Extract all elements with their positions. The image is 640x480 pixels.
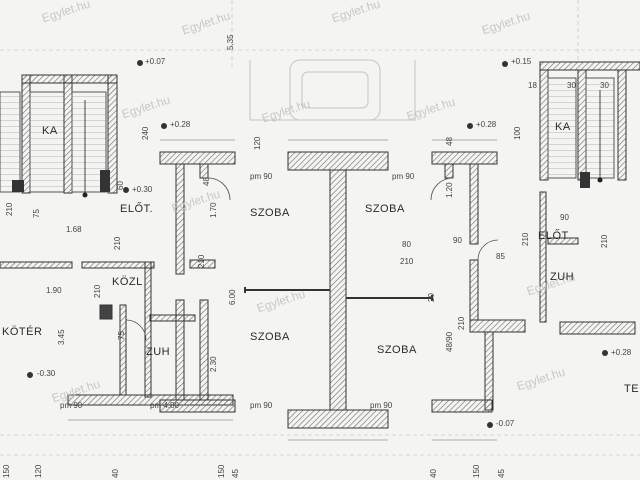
dimension-label: 48/90 [445, 331, 454, 352]
room-label-ka: KA [42, 125, 58, 137]
dimension-label: 80 [402, 240, 411, 249]
dimension-label: 1.68 [66, 225, 82, 234]
room-label-ka: KA [555, 121, 571, 133]
room-label-elot: ELŐT. [120, 203, 154, 215]
dimension-label: 1.70 [209, 202, 218, 218]
dimension-label: pm 4.80 [150, 401, 179, 410]
elevation-markers [27, 60, 608, 428]
dimension-label: 210 [600, 234, 609, 248]
dimension-label: 48 [445, 137, 454, 146]
room-label-szoba: SZOBA [250, 331, 290, 343]
dimension-label: 1.90 [46, 286, 62, 295]
dimension-label: 18 [528, 81, 537, 90]
dimension-label: 210 [457, 316, 466, 330]
room-label-szoba: SZOBA [250, 207, 290, 219]
dimension-label: 60 [116, 181, 125, 190]
dimension-label: 210 [197, 254, 206, 268]
elevation-label: +0.28 [611, 348, 632, 357]
elevation-label: +0.28 [170, 120, 191, 129]
dimension-label: 120 [253, 136, 262, 150]
dimension-label: 40 [429, 469, 438, 478]
left-walls [0, 261, 234, 406]
dimension-label: 5.35 [226, 34, 235, 50]
elevation-label: +0.07 [145, 57, 166, 66]
garage-sketch [249, 59, 416, 121]
elevation-label: -0.30 [37, 369, 56, 378]
center-left-walls [159, 151, 236, 413]
dimension-label: 240 [141, 126, 150, 140]
dimension-label: 45 [231, 469, 240, 478]
dimension-label: 210 [113, 236, 122, 250]
dimension-label: 90 [560, 213, 569, 222]
dimension-label: pm 90 [250, 401, 273, 410]
dimension-label: 150 [217, 464, 226, 478]
dimension-label: 150 [472, 464, 481, 478]
dimension-lines [68, 139, 497, 441]
dimension-label: pm 90 [60, 401, 83, 410]
room-partitions [244, 287, 433, 301]
room-label-kozl: KÖZL [112, 276, 143, 288]
dimension-label: 85 [496, 252, 505, 261]
dimension-label: 75 [117, 331, 126, 340]
dimension-label: 20 [427, 293, 436, 302]
dimension-label: 30 [600, 81, 609, 90]
room-label-zuh: ZUH [550, 271, 575, 283]
room-label-koter: KÖTÉR [2, 326, 43, 338]
center-right-walls [431, 151, 526, 413]
dimension-label: 3.45 [57, 329, 66, 345]
room-label-elot: ELŐT [538, 230, 569, 242]
dimension-label: 210 [5, 202, 14, 216]
door-swings [125, 177, 499, 341]
room-label-zuh: ZUH [146, 346, 171, 358]
center-party-wall [287, 151, 389, 429]
construction-lines [0, 0, 640, 456]
dimension-label: 100 [513, 126, 522, 140]
dimension-label: pm 90 [250, 172, 273, 181]
dimension-label: 75 [32, 209, 41, 218]
dimension-label: 210 [400, 257, 414, 266]
dimension-label: 40 [111, 469, 120, 478]
room-label-szoba: SZOBA [377, 344, 417, 356]
dimension-label: 48 [202, 177, 211, 186]
dimension-label: pm 90 [392, 172, 415, 181]
right-lower-walls [539, 191, 636, 335]
dimension-label: 2.30 [209, 356, 218, 372]
dimension-label: pm 90 [370, 401, 393, 410]
elevation-label: +0.28 [476, 120, 497, 129]
room-label-szoba: SZOBA [365, 203, 405, 215]
left-stair-block [0, 74, 118, 198]
right-stair-block [539, 61, 640, 188]
dimension-label: 210 [93, 284, 102, 298]
dimension-label: 30 [567, 81, 576, 90]
elevation-label: +0.15 [511, 57, 532, 66]
dimension-label: 90 [453, 236, 462, 245]
dimension-label: 45 [497, 469, 506, 478]
elevation-label: -0.07 [496, 419, 515, 428]
dimension-label: 6.00 [228, 289, 237, 305]
dimension-label: 1.20 [445, 182, 454, 198]
elevation-label: +0.30 [132, 185, 153, 194]
room-label-te: TE [624, 383, 640, 395]
dimension-label: 210 [521, 232, 530, 246]
dimension-label: 150 [2, 464, 11, 478]
dimension-label: 120 [34, 464, 43, 478]
